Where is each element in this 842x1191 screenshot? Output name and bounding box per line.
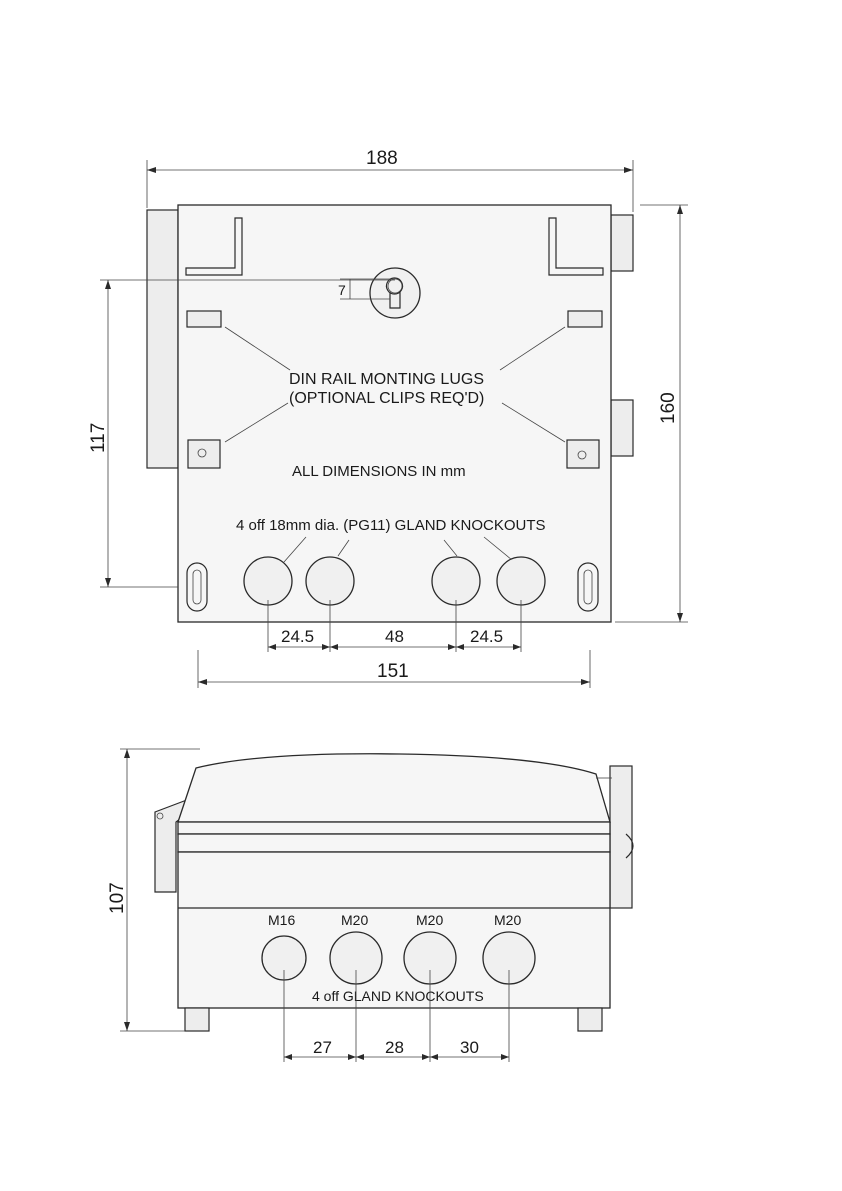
side-lid-rim	[178, 822, 610, 834]
side-foot-right	[578, 1008, 602, 1031]
pitch-arrow-2	[322, 644, 330, 650]
pitch-arrow-1	[268, 644, 276, 650]
pitch-label-left: 24.5	[281, 627, 314, 646]
gland-dim-label-3: 30	[460, 1038, 479, 1057]
pitch-arrow-5	[456, 644, 464, 650]
gland-arrow-5	[430, 1054, 438, 1060]
side-lid-dome	[178, 754, 610, 822]
dim-107-arrow-bottom	[124, 1022, 130, 1031]
dim-117-arrow-bottom	[105, 578, 111, 587]
gland-label-4: M20	[494, 912, 521, 928]
gland-label-3: M20	[416, 912, 443, 928]
pitch-arrow-3	[330, 644, 338, 650]
din-lug-bottom-left	[188, 440, 220, 468]
gland-dim-label-1: 27	[313, 1038, 332, 1057]
dim-107-arrow-top	[124, 749, 130, 758]
knockout-2	[306, 557, 354, 605]
gland-arrow-1	[284, 1054, 292, 1060]
dim-188-arrow-left	[147, 167, 156, 173]
dim-188-arrow-right	[624, 167, 633, 173]
dim-160-arrow-top	[677, 205, 683, 214]
gland-arrow-3	[356, 1054, 364, 1060]
pitch-label-right: 24.5	[470, 627, 503, 646]
dim-160-arrow-bottom	[677, 613, 683, 622]
dim-160-label: 160	[658, 392, 679, 424]
gland-arrow-4	[422, 1054, 430, 1060]
gland-arrow-6	[501, 1054, 509, 1060]
din-lug-top-right	[568, 311, 602, 327]
top-view: 7 DIN RAIL MONTING LUGS (OPTIONAL CLIPS …	[88, 148, 688, 688]
note-optional-clips: (OPTIONAL CLIPS REQ'D)	[289, 390, 484, 407]
pitch-arrow-6	[513, 644, 521, 650]
din-lug-top-left	[187, 311, 221, 327]
left-hinge-strip	[147, 210, 178, 468]
note-din-rail: DIN RAIL MONTING LUGS	[289, 371, 484, 388]
pitch-label-mid: 48	[385, 627, 404, 646]
note-gland-knockouts: 4 off 18mm dia. (PG11) GLAND KNOCKOUTS	[236, 517, 546, 534]
din-lug-bottom-right	[567, 440, 599, 468]
pitch-arrow-4	[448, 644, 456, 650]
gland-label-2: M20	[341, 912, 368, 928]
dim-117-arrow-top	[105, 280, 111, 289]
side-note-knockouts: 4 off GLAND KNOCKOUTS	[312, 988, 484, 1004]
side-body	[178, 852, 610, 1008]
right-lug-top	[611, 215, 633, 271]
dim-107-label: 107	[107, 882, 128, 914]
dim-151-label: 151	[377, 661, 409, 682]
gland-label-1: M16	[268, 912, 295, 928]
right-lug-bottom	[611, 400, 633, 456]
knockout-4	[497, 557, 545, 605]
gland-arrow-2	[348, 1054, 356, 1060]
note-units: ALL DIMENSIONS IN mm	[292, 463, 466, 480]
keyhole-dim-label: 7	[338, 282, 346, 298]
dim-117-label: 117	[88, 423, 109, 453]
knockout-1	[244, 557, 292, 605]
dim-188-label: 188	[366, 148, 398, 169]
side-foot-left	[185, 1008, 209, 1031]
dim-151-arrow-left	[198, 679, 207, 685]
side-lid-band	[178, 834, 610, 852]
knockout-3	[432, 557, 480, 605]
dim-151-arrow-right	[581, 679, 590, 685]
side-view: M16 M20 M20 M20 4 off GLAND KNOCKOUTS 10…	[107, 749, 633, 1062]
gland-dim-label-2: 28	[385, 1038, 404, 1057]
